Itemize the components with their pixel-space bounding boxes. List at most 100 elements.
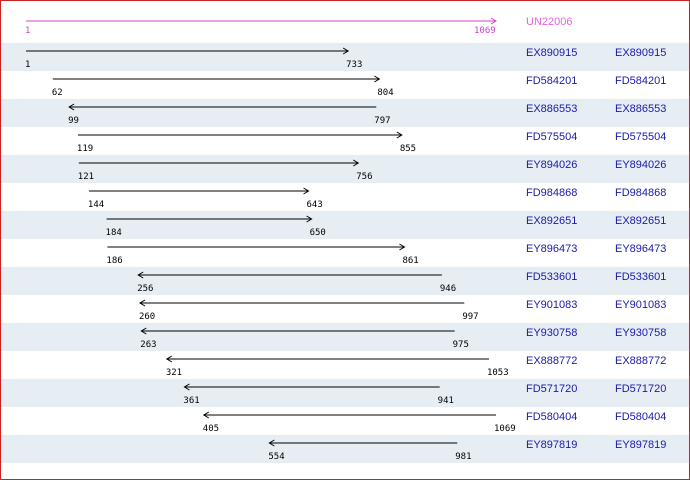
alignment-end: 861 (402, 256, 419, 266)
alignment-arrow (137, 271, 442, 279)
alignment-start: 554 (268, 452, 285, 462)
alignment-arrow (52, 75, 381, 83)
reference-arrow-arrowhead (490, 17, 497, 25)
alignment-accession-link[interactable]: FD533601 (615, 271, 667, 283)
alignment-id-link[interactable]: EX890915 (526, 47, 578, 59)
alignment-row: 121 756 EY894026 EY894026 (1, 155, 689, 183)
alignment-arrow (77, 131, 403, 139)
alignment-id-link[interactable]: FD584201 (526, 75, 578, 87)
alignment-start: 186 (106, 256, 123, 266)
alignment-end: 733 (346, 60, 363, 70)
alignment-arrow-arrowhead (268, 439, 275, 447)
alignment-accession-link[interactable]: FD571720 (615, 383, 667, 395)
alignment-accession-link[interactable]: EY897819 (615, 439, 667, 451)
alignment-start: 263 (140, 340, 157, 350)
alignment-id-link[interactable]: FD984868 (526, 187, 578, 199)
reference-row: 1 1069 UN22006 (1, 7, 689, 36)
alignment-arrow (78, 159, 360, 167)
alignment-arrow (165, 355, 489, 363)
alignment-id-link[interactable]: FD571720 (526, 383, 578, 395)
alignment-arrow (139, 299, 465, 307)
alignment-arrow-arrowhead (374, 75, 381, 83)
alignment-accession-link[interactable]: EY901083 (615, 299, 667, 311)
alignment-accession-link[interactable]: EY930758 (615, 327, 667, 339)
alignment-id-link[interactable]: FD575504 (526, 131, 578, 143)
alignment-start: 321 (165, 368, 183, 378)
alignment-arrow-arrowhead (399, 243, 406, 251)
alignment-start: 99 (68, 116, 79, 126)
alignment-arrow-arrowhead (139, 299, 146, 307)
alignment-arrow (107, 243, 406, 251)
alignment-id-link[interactable]: EY894026 (526, 159, 578, 171)
alignment-arrow (88, 187, 310, 195)
alignment-id-link[interactable]: EX888772 (526, 355, 578, 367)
alignment-accession-link[interactable]: EX890915 (615, 47, 667, 59)
alignment-end: 941 (437, 396, 454, 406)
alignment-accession-link[interactable]: FD580404 (615, 411, 667, 423)
alignment-end: 797 (374, 116, 391, 126)
alignment-start: 260 (138, 312, 156, 322)
alignment-id-link[interactable]: EY896473 (526, 243, 578, 255)
alignment-end: 650 (309, 228, 326, 238)
alignment-arrow-arrowhead (303, 187, 310, 195)
alignment-row: 99 797 EX886553 EX886553 (1, 99, 689, 127)
alignment-start: 121 (77, 172, 95, 182)
alignment-id-link[interactable]: FD580404 (526, 411, 578, 423)
alignment-arrow (68, 103, 377, 111)
alignment-end: 804 (377, 88, 394, 98)
alignment-accession-link[interactable]: EX888772 (615, 355, 667, 367)
alignment-arrow (106, 215, 313, 223)
alignment-row: 260 997 EY901083 EY901083 (1, 295, 689, 323)
alignment-id-link[interactable]: EY930758 (526, 327, 578, 339)
alignment-arrow-arrowhead (396, 131, 403, 139)
alignment-row: 321 1053 EX888772 EX888772 (1, 351, 689, 379)
alignment-arrow-arrowhead (68, 103, 75, 111)
alignment-end: 997 (462, 312, 479, 322)
alignment-id-link[interactable]: EX892651 (526, 215, 578, 227)
alignment-accession-link[interactable]: FD584201 (615, 75, 667, 87)
alignment-start: 405 (202, 424, 220, 434)
alignment-accession-link[interactable]: FD575504 (615, 131, 667, 143)
alignment-arrow-arrowhead (183, 383, 190, 391)
alignment-arrow (140, 327, 455, 335)
alignment-start: 184 (105, 228, 122, 238)
alignment-end: 946 (439, 284, 457, 294)
alignment-row: 405 1069 FD580404 FD580404 (1, 407, 689, 435)
alignment-arrow-arrowhead (342, 47, 350, 55)
alignment-row: 1 733 EX890915 EX890915 (1, 43, 689, 71)
alignment-arrow-arrowhead (202, 411, 210, 419)
reference-arrow (26, 17, 497, 25)
alignment-start: 119 (76, 144, 94, 154)
alignment-arrow (268, 439, 458, 447)
alignment-accession-link[interactable]: EX892651 (615, 215, 667, 227)
alignment-id-link[interactable]: EX886553 (526, 103, 578, 115)
reference-end: 1069 (474, 26, 496, 36)
alignment-arrow-arrowhead (140, 327, 147, 335)
alignment-arrow (183, 383, 440, 391)
alignment-start: 62 (51, 88, 63, 98)
alignment-end: 975 (452, 340, 469, 350)
alignment-accession-link[interactable]: EX886553 (615, 103, 667, 115)
alignment-end: 1069 (494, 424, 516, 434)
alignment-start: 256 (137, 284, 154, 294)
alignment-id-link[interactable]: FD533601 (526, 271, 578, 283)
alignment-end: 981 (455, 452, 472, 462)
alignment-end: 1053 (486, 368, 509, 378)
alignment-accession-link[interactable]: EY896473 (615, 243, 667, 255)
alignment-arrow-arrowhead (352, 159, 360, 167)
alignment-id-link[interactable]: EY901083 (526, 299, 578, 311)
alignment-row: 186 861 EY896473 EY896473 (1, 239, 689, 267)
alignment-end: 643 (306, 200, 323, 210)
alignment-end: 756 (356, 172, 373, 182)
alignment-arrow-arrowhead (165, 355, 173, 363)
alignment-accession-link[interactable]: FD984868 (615, 187, 667, 199)
reference-label[interactable]: UN22006 (526, 16, 573, 28)
alignment-arrow-arrowhead (306, 215, 313, 223)
alignment-start: 1 (25, 60, 31, 70)
alignment-accession-link[interactable]: EY894026 (615, 159, 667, 171)
alignment-id-link[interactable]: EY897819 (526, 439, 578, 451)
